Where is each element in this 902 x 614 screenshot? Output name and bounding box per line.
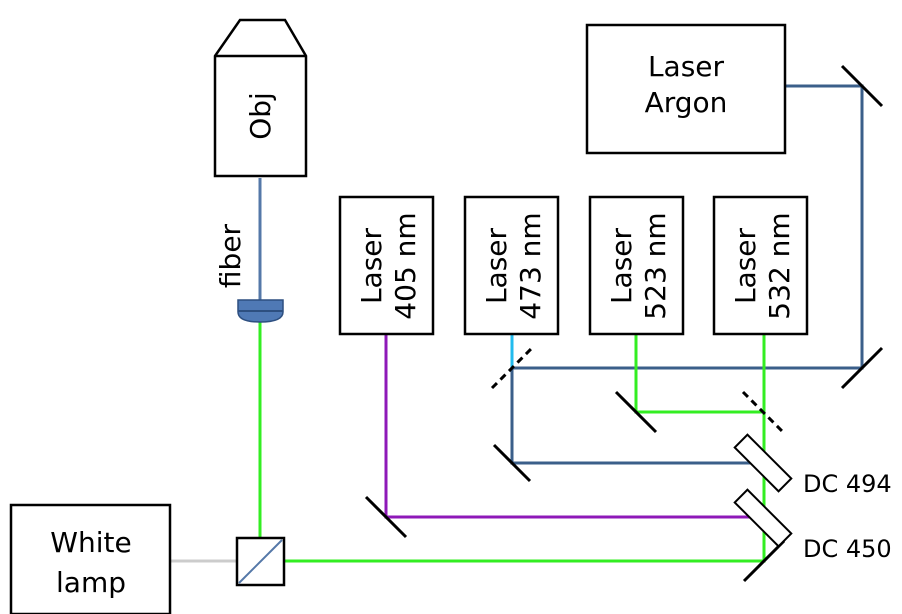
beam-splitter-diagonal (238, 539, 283, 584)
laser-405-label-2: 405 nm (389, 212, 422, 319)
dichroic-494 (733, 433, 793, 493)
laser-405-label-1: Laser (355, 227, 388, 304)
laser-523-label-2: 523 nm (639, 212, 672, 319)
dichroic-450 (733, 488, 793, 548)
laser-532-label-2: 532 nm (763, 212, 796, 319)
mirror-argon-bottom (840, 346, 884, 390)
white-lamp-label-2: lamp (56, 566, 126, 599)
violet-beam-path (384, 335, 764, 519)
laser-473-label-1: Laser (480, 227, 513, 304)
fiber-coupler-lens (237, 299, 284, 323)
mirror-argon-lower-left (492, 443, 532, 483)
mirror-473-dashed (490, 346, 534, 390)
laser-523-label-1: Laser (605, 227, 638, 304)
laser-argon-label-1: Laser (648, 50, 725, 83)
mirror-argon-top (840, 64, 884, 108)
mirror-523-combiner-dashed (741, 390, 787, 436)
fiber-label: fiber (214, 223, 247, 288)
laser-532-box (712, 195, 809, 336)
laser-532-label-1: Laser (729, 227, 762, 304)
laser-argon-label-2: Argon (645, 86, 728, 119)
green-523-beam-path (634, 335, 764, 414)
dc450-label: DC 450 (803, 535, 892, 563)
laser-argon-box (585, 23, 787, 155)
mirror-523 (614, 390, 658, 434)
laser-523-box (588, 195, 685, 336)
laser-405-box (338, 195, 435, 336)
dc494-label: DC 494 (803, 470, 892, 498)
white-lamp-label-1: White (50, 526, 131, 559)
objective-label: Obj (244, 92, 277, 140)
white-lamp-box (9, 503, 172, 614)
laser-473-label-2: 473 nm (514, 212, 547, 319)
mirror-main-bottom (742, 539, 786, 583)
argon-beam-path (510, 84, 864, 465)
mirror-405 (364, 495, 408, 539)
laser-473-box (463, 195, 560, 336)
